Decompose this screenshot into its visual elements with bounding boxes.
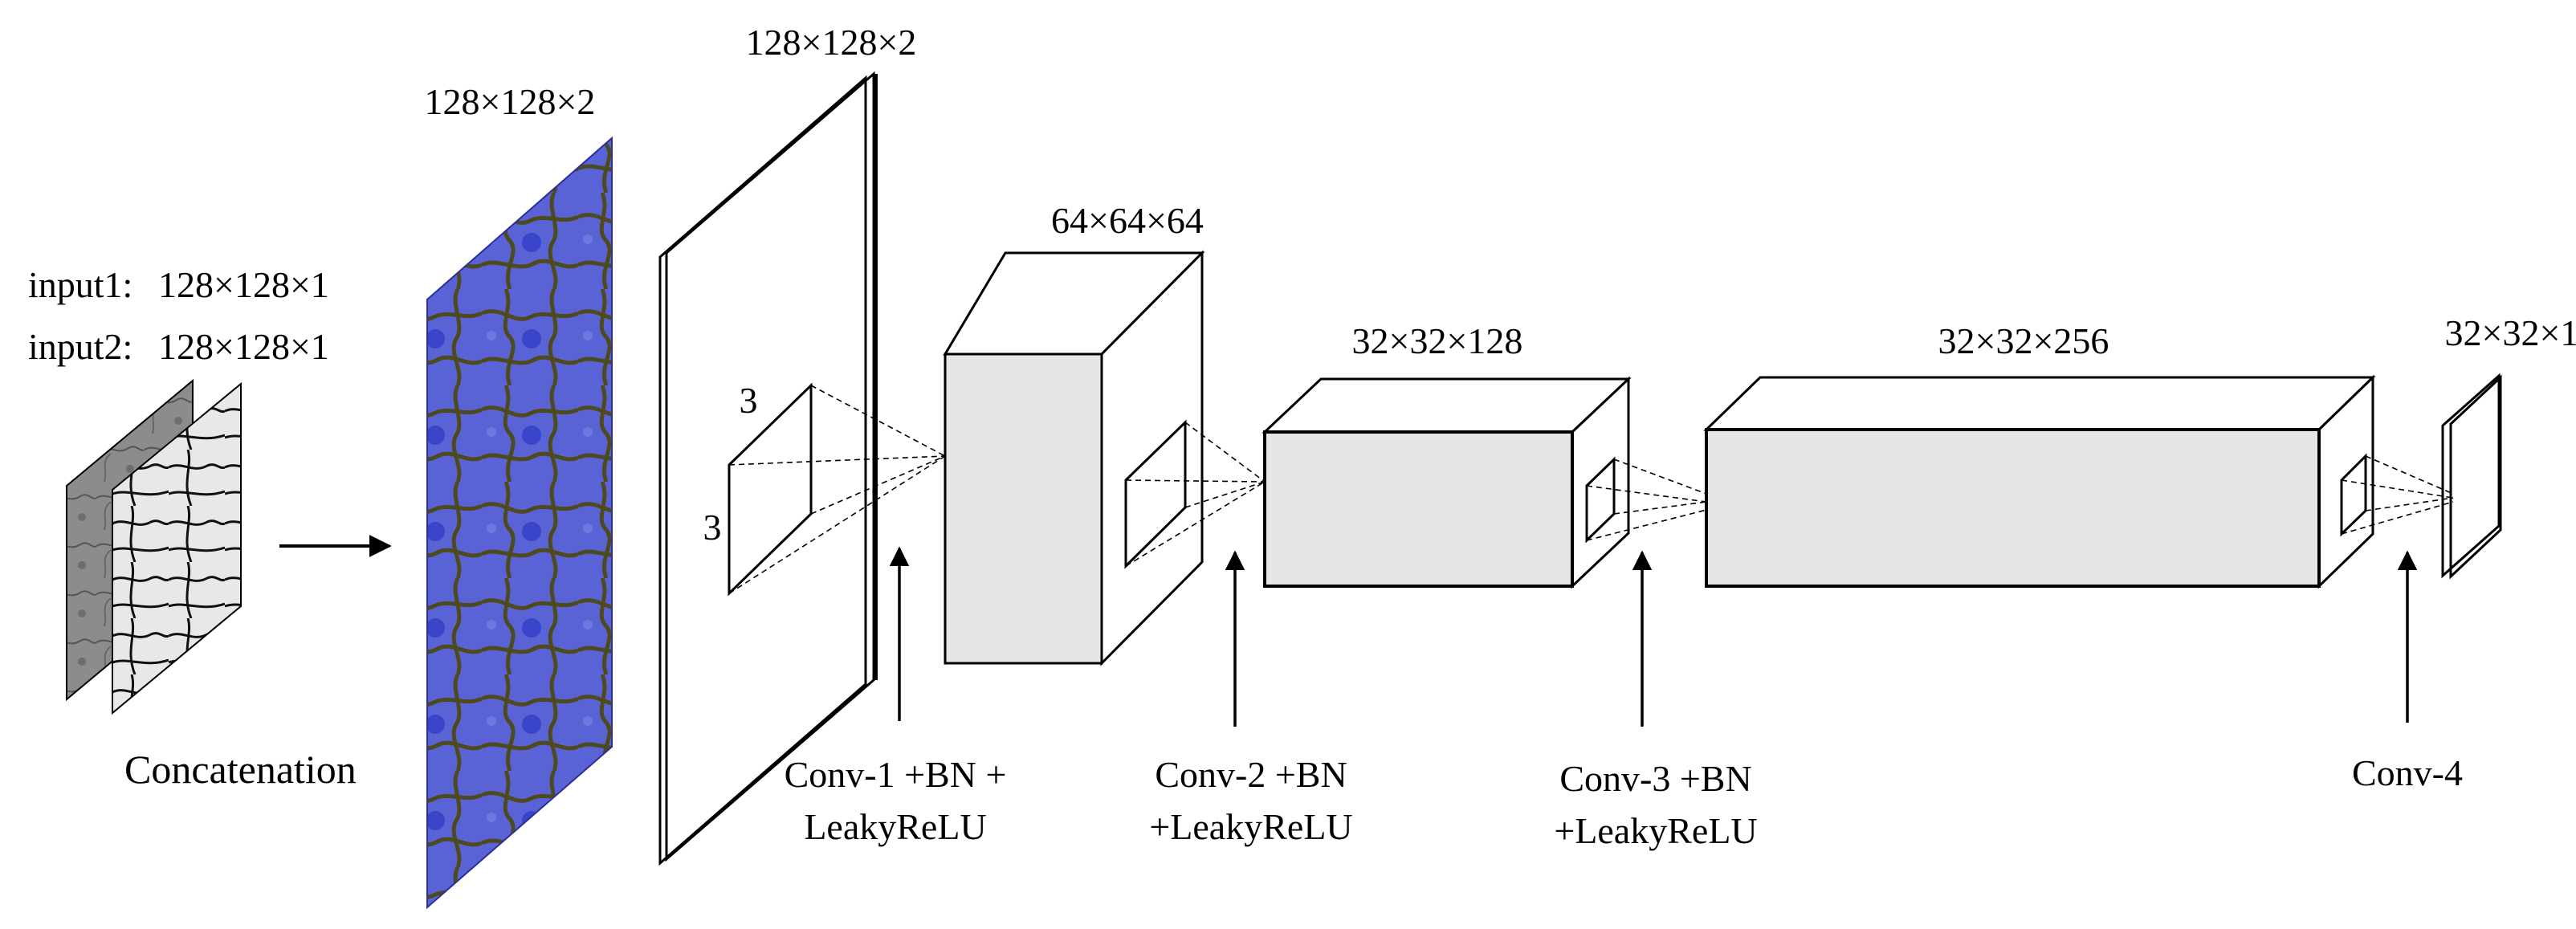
input1-dims: 128×128×1 <box>158 264 329 305</box>
feature-block-2 <box>1262 376 1632 589</box>
block3-dims: 32×32×256 <box>1938 320 2109 361</box>
concatenation-label: Concatenation <box>124 747 357 792</box>
conv1-projection-lines <box>728 385 946 594</box>
input2-dims: 128×128×1 <box>158 326 329 367</box>
padded-input-plane <box>658 71 878 866</box>
input-stack <box>66 378 242 715</box>
padded-dims: 128×128×2 <box>746 22 917 63</box>
conv1-label-line2: LeakyReLU <box>804 806 986 847</box>
kernel-height-label: 3 <box>740 380 758 421</box>
feature-block-3 <box>1703 374 2376 589</box>
block2-dims: 32×32×128 <box>1352 320 1523 361</box>
kernel-width-label: 3 <box>703 507 722 548</box>
concat-dims: 128×128×2 <box>425 81 596 122</box>
concatenated-image <box>426 136 613 910</box>
conv2-label-line1: Conv-2 +BN <box>1155 754 1347 795</box>
conv3-label-line2: +LeakyReLU <box>1554 810 1757 851</box>
conv2-projection-lines <box>1125 422 1266 567</box>
input1-label: input1: <box>28 264 132 305</box>
conv4-label: Conv-4 <box>2352 752 2463 793</box>
output-dims: 32×32×1 <box>2445 312 2576 353</box>
conv2-label-line2: +LeakyReLU <box>1149 806 1352 847</box>
block1-dims: 64×64×64 <box>1051 200 1204 241</box>
conv3-label-line1: Conv-3 +BN <box>1559 758 1751 799</box>
conv1-label-line1: Conv-1 +BN + <box>785 754 1007 795</box>
conv4-projection-lines <box>2341 455 2454 535</box>
input2-label: input2: <box>28 326 132 367</box>
feature-block-1 <box>943 250 1205 666</box>
input2-mask-image <box>112 381 242 715</box>
conv3-projection-lines <box>1586 458 1707 541</box>
output-map <box>2441 373 2502 580</box>
